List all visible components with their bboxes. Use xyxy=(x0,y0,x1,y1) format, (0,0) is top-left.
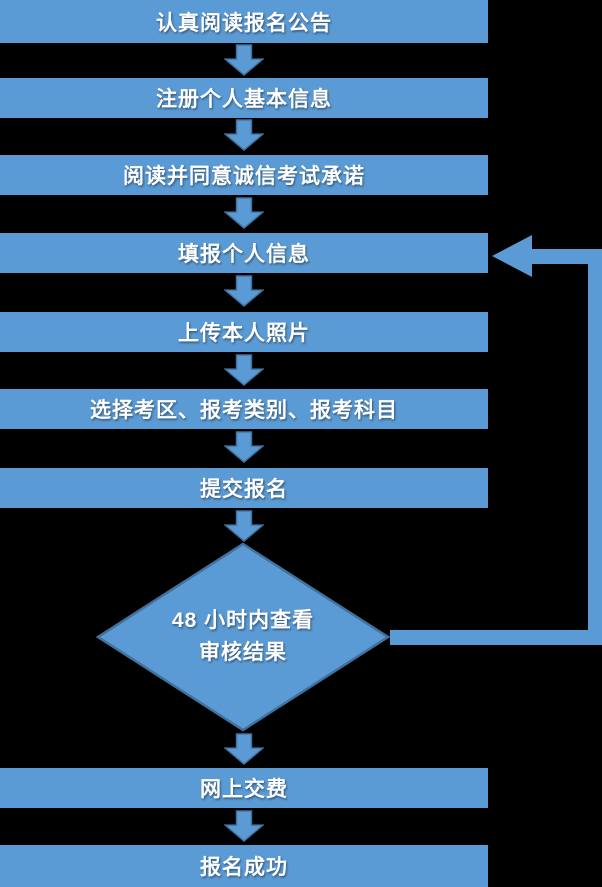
decision-diamond-label: 48 小时内查看 审核结果 xyxy=(96,542,390,732)
feedback-arrow-vertical-segment xyxy=(588,249,602,645)
down-arrow-icon xyxy=(224,733,264,765)
down-arrow-icon xyxy=(224,197,264,229)
feedback-arrow-left-arrowhead-icon xyxy=(492,235,532,277)
flow-step-agree-integrity-pledge: 阅读并同意诚信考试承诺 xyxy=(0,155,488,195)
flow-step-pay-online: 网上交费 xyxy=(0,768,488,808)
decision-line-1: 48 小时内查看 xyxy=(171,609,315,632)
flow-step-select-area-category-subjects: 选择考区、报考类别、报考科目 xyxy=(0,389,488,429)
flow-step-registration-success: 报名成功 xyxy=(0,845,488,887)
down-arrow-icon xyxy=(224,510,264,542)
feedback-arrow-top-segment xyxy=(530,249,602,264)
flow-step-submit-registration: 提交报名 xyxy=(0,468,488,508)
down-arrow-icon xyxy=(224,44,264,76)
decision-diamond xyxy=(96,542,390,732)
flow-step-upload-photo: 上传本人照片 xyxy=(0,312,488,352)
down-arrow-icon xyxy=(224,275,264,307)
down-arrow-icon xyxy=(224,354,264,386)
flow-step-read-announcement: 认真阅读报名公告 xyxy=(0,0,488,43)
down-arrow-icon xyxy=(224,119,264,151)
decision-line-2: 审核结果 xyxy=(199,641,287,664)
down-arrow-icon xyxy=(224,810,264,842)
feedback-arrow-bottom-segment xyxy=(390,630,602,645)
down-arrow-icon xyxy=(224,431,264,463)
flow-step-fill-personal-info: 填报个人信息 xyxy=(0,233,488,273)
flow-step-register-basic-info: 注册个人基本信息 xyxy=(0,78,488,118)
